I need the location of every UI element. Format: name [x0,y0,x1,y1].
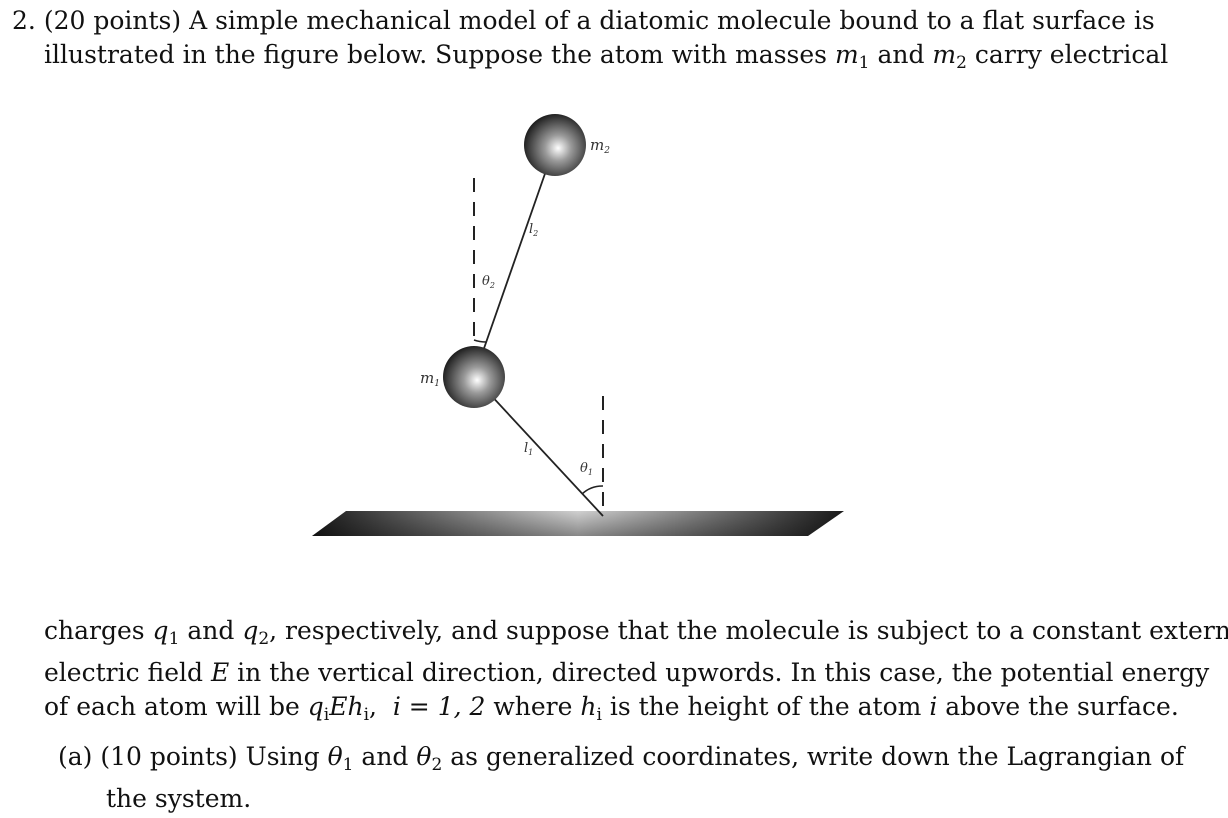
label-l2: l2 [529,222,538,238]
math-m2: m2 [932,40,967,73]
math-E: E [210,658,230,687]
math-h-i: hi [580,692,602,725]
continuation-line-1: charges q1 and q2, respectively, and sup… [44,616,1228,649]
atom-m2 [524,114,586,176]
label-theta2: θ2 [482,274,495,290]
rod-l2 [473,144,556,378]
continuation-paragraph: charges q1 and q2, respectively, and sup… [44,614,1228,732]
rod-l1 [473,376,604,517]
atom-m1 [443,346,505,408]
and-word: and [877,40,925,69]
math-m1: m1 [834,40,870,73]
math-q1: q1 [152,616,180,649]
problem-statement: 2. (20 points) A simple mechanical model… [12,4,1168,80]
problem-points: (20 points) [43,6,182,35]
problem-number: 2. [12,6,36,35]
carry-electrical-text: carry electrical [974,40,1169,69]
problem-intro-text: A simple mechanical model of a diatomic … [189,6,1155,35]
theta2-arc [473,339,487,343]
math-theta2: θ2 [416,742,443,775]
part-a-line-2: the system. [106,784,252,813]
math-potential-expr: qiEhi [307,692,369,725]
flat-surface-shade [312,511,844,536]
label-m1: m1 [420,369,440,389]
part-a-label: (a) [58,742,93,771]
problem-line-2: illustrated in the figure below. Suppose… [12,38,1168,80]
problem-line-1: 2. (20 points) A simple mechanical model… [12,4,1168,38]
part-a: (a) (10 points) Using θ1 and θ2 as gener… [58,740,1185,816]
label-theta1: θ1 [580,461,593,477]
part-a-points: (10 points) [100,742,238,771]
theta1-arc [581,485,604,495]
label-l1: l1 [524,441,533,457]
continuation-line-3: of each atom will be qiEhi, i = 1, 2 whe… [44,692,1179,725]
math-theta1: θ1 [327,742,354,775]
label-m2: m2 [590,136,610,156]
continuation-line-2: electric field E in the vertical directi… [44,658,1210,687]
part-a-line-1: (a) (10 points) Using θ1 and θ2 as gener… [58,742,1185,775]
math-q2: q2 [242,616,270,649]
problem-intro-text-2: illustrated in the figure below. Suppose… [44,40,827,69]
math-index-range: i = 1, 2 [392,692,486,721]
math-i: i [929,692,938,721]
